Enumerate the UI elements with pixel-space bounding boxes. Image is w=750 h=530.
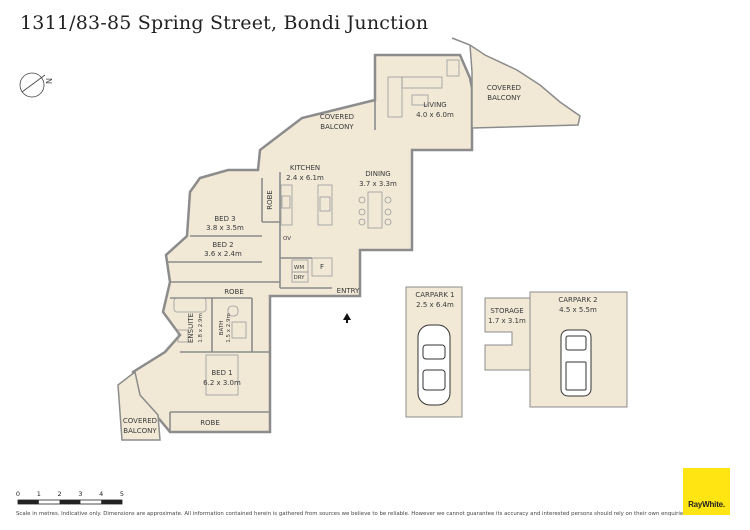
bed2-label: BED 2 (212, 241, 233, 249)
scale-tick-5: 5 (120, 490, 124, 498)
compass-north-label: N (44, 78, 53, 84)
ensuite-dim: 1.8 x 2.9m (198, 313, 204, 343)
robe-vertical-label: ROBE (266, 190, 274, 210)
robe-horizontal-label: ROBE (224, 288, 244, 296)
living-furniture (387, 59, 460, 118)
balcony-left-label-2: BALCONY (123, 427, 157, 435)
compass-icon: N (19, 72, 53, 98)
living-dim: 4.0 x 6.0m (416, 111, 454, 119)
washer-label: WM (294, 265, 304, 271)
scale-tick-3: 3 (78, 490, 82, 498)
bed1-dim: 6.2 x 3.0m (203, 379, 241, 387)
bathroom-fixtures (173, 297, 247, 343)
dining-label: DINING (365, 170, 390, 178)
brand-name: RayWhite. (688, 500, 725, 509)
carpark1-label: CARPARK 1 (415, 291, 454, 299)
storage-label: STORAGE (490, 307, 523, 315)
dryer-label: DRY (293, 275, 305, 281)
bed3-dim: 3.8 x 3.5m (206, 224, 244, 232)
living-label: LIVING (423, 101, 446, 109)
kitchen-counters (280, 184, 333, 283)
ensuite-label: ENSUITE (187, 313, 195, 343)
entry-arrow-icon (343, 313, 351, 323)
scale-tick-1: 1 (37, 490, 41, 498)
apartment-floor (131, 53, 474, 434)
interior-walls (166, 55, 413, 432)
scale-tick-2: 2 (58, 490, 62, 498)
robe-bottom-label: ROBE (200, 419, 220, 427)
brand-logo: RayWhite. (683, 468, 730, 515)
disclaimer-text: Scale in metres. Indicative only. Dimens… (16, 511, 688, 517)
oven-label: OV (283, 236, 291, 242)
entry-label: ENTRY (337, 287, 360, 295)
bed2-dim: 3.6 x 2.4m (204, 250, 242, 258)
bed3-label: BED 3 (214, 215, 235, 223)
balcony-right-label-1: COVERED (487, 84, 521, 92)
storage-dim: 1.7 x 3.1m (488, 317, 526, 325)
scale-tick-4: 4 (99, 490, 103, 498)
car-2-icon (560, 329, 592, 397)
balcony-right-label-2: BALCONY (487, 94, 521, 102)
page-title: 1311/83-85 Spring Street, Bondi Junction (20, 12, 429, 34)
carpark2-dim: 4.5 x 5.5m (559, 306, 597, 314)
balcony-mid-label-2: BALCONY (320, 123, 354, 131)
carpark2-label: CARPARK 2 (558, 296, 597, 304)
fridge-label: F (320, 263, 324, 271)
kitchen-label: KITCHEN (290, 164, 320, 172)
bath-dim: 1.5 x 2.9m (226, 313, 232, 343)
car-1-icon (417, 324, 451, 406)
balcony-left-label-1: COVERED (123, 417, 157, 425)
kitchen-dim: 2.4 x 6.1m (286, 174, 324, 182)
bed1-furniture (205, 354, 239, 396)
bed1-label: BED 1 (211, 369, 232, 377)
scale-bar: 0 1 2 3 4 5 (16, 490, 124, 505)
carpark1-dim: 2.5 x 6.4m (416, 301, 454, 309)
scale-tick-0: 0 (16, 490, 20, 498)
dining-dim: 3.7 x 3.3m (359, 180, 397, 188)
dining-table (358, 191, 392, 229)
balcony-left-floor (117, 370, 161, 441)
balcony-mid-label-1: COVERED (320, 113, 354, 121)
balcony-right-floor (451, 37, 581, 129)
bath-label: BATH (219, 321, 225, 336)
